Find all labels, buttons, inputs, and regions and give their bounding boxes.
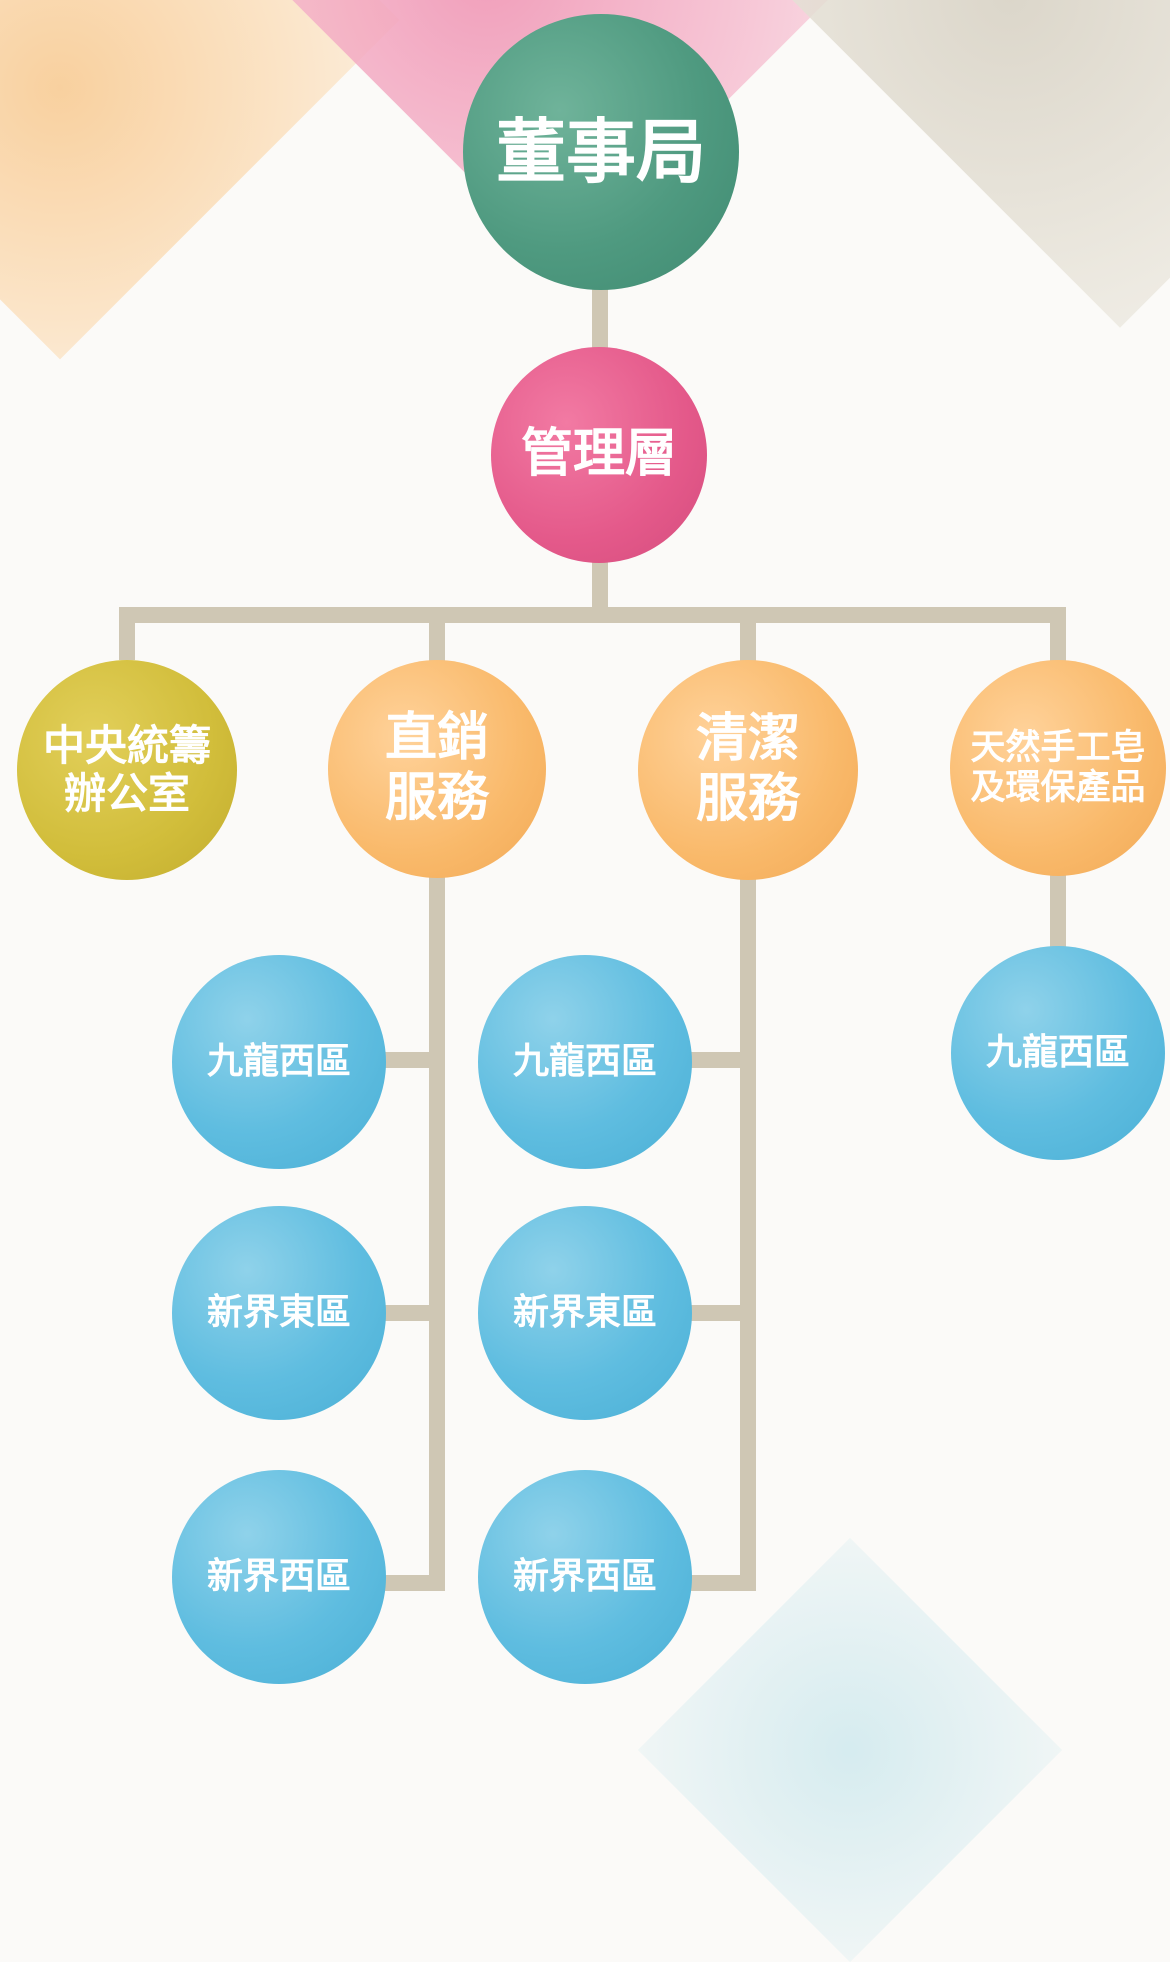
cleaning-region-label: 九龍西區 [512, 1041, 657, 1083]
management-label: 管理層 [520, 424, 677, 485]
direct-sales-region-label: 新界東區 [206, 1292, 351, 1334]
soap-products-label-line-2: 及環保產品 [970, 768, 1146, 808]
soap-region-node: 九龍西區 [951, 946, 1165, 1160]
soap-products-node: 天然手工皂 及環保產品 [950, 660, 1166, 876]
direct-sales-region-label: 九龍西區 [206, 1041, 351, 1083]
cleaning-label-line-1: 清潔 [695, 709, 800, 770]
board-node: 董事局 [463, 14, 739, 290]
cleaning-region-label: 新界西區 [512, 1556, 657, 1598]
central-office-label-line-2: 辦公室 [63, 769, 190, 818]
cleaning-region-node: 九龍西區 [478, 955, 692, 1169]
connector-lines [119, 280, 1066, 1591]
cleaning-region-node: 新界東區 [478, 1206, 692, 1420]
cleaning-node: 清潔 服務 [638, 660, 858, 880]
central-office-label-line-1: 中央統籌 [42, 720, 211, 770]
soap-region-label: 九龍西區 [985, 1032, 1130, 1074]
soap-products-label-line-1: 天然手工皂 [970, 727, 1146, 768]
direct-sales-label-line-1: 直銷 [384, 708, 489, 769]
central-office-node: 中央統籌 辦公室 [17, 660, 237, 880]
direct-sales-region-node: 新界東區 [172, 1206, 386, 1420]
direct-sales-region-node: 九龍西區 [172, 955, 386, 1169]
cleaning-label-line-2: 服務 [695, 769, 800, 829]
direct-sales-region-node: 新界西區 [172, 1470, 386, 1684]
direct-sales-label-line-2: 服務 [384, 768, 489, 828]
direct-sales-node: 直銷 服務 [328, 660, 546, 878]
board-label: 董事局 [496, 110, 706, 193]
cleaning-region-node: 新界西區 [478, 1470, 692, 1684]
direct-sales-region-label: 新界西區 [206, 1556, 351, 1598]
management-node: 管理層 [491, 347, 707, 563]
cleaning-region-label: 新界東區 [512, 1292, 657, 1334]
